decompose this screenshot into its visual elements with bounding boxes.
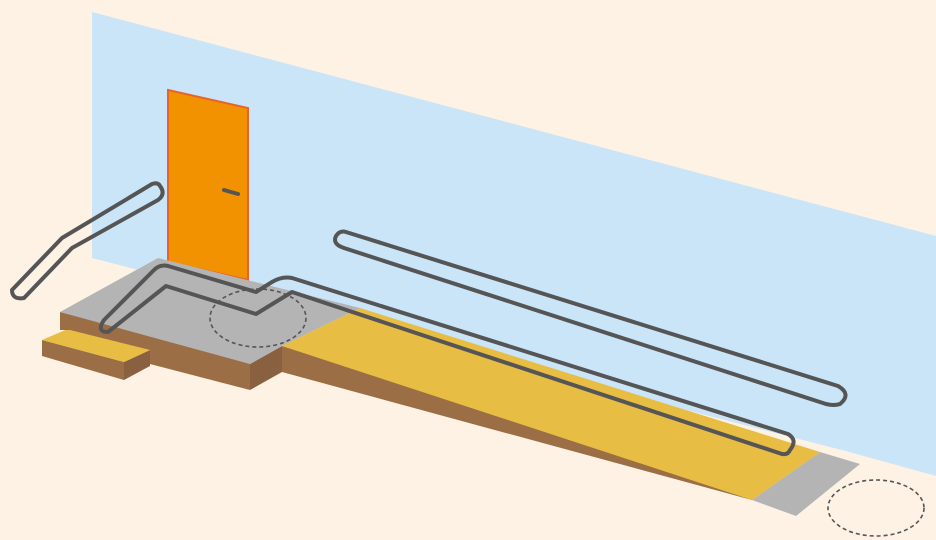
entry-step-top (42, 328, 150, 362)
turning-space-lower (827, 479, 925, 537)
handrails (10, 181, 848, 457)
left-entry-handrail (10, 181, 165, 301)
entry-step-side (42, 340, 124, 380)
ramp-surface (282, 308, 820, 500)
landing-front-side-right (250, 346, 282, 390)
landing-top (60, 258, 360, 364)
door-icon (167, 88, 249, 282)
wall-panel (92, 12, 936, 476)
entrance-door (167, 88, 249, 282)
entry-step (42, 328, 150, 380)
door-handle (222, 188, 240, 196)
wall-handrail (333, 229, 848, 407)
ramp (282, 308, 820, 500)
front-ramp-handrail (98, 263, 796, 457)
entry-step-side-right (124, 350, 150, 380)
landing-front-side (150, 334, 250, 390)
bottom-landing (752, 452, 860, 516)
